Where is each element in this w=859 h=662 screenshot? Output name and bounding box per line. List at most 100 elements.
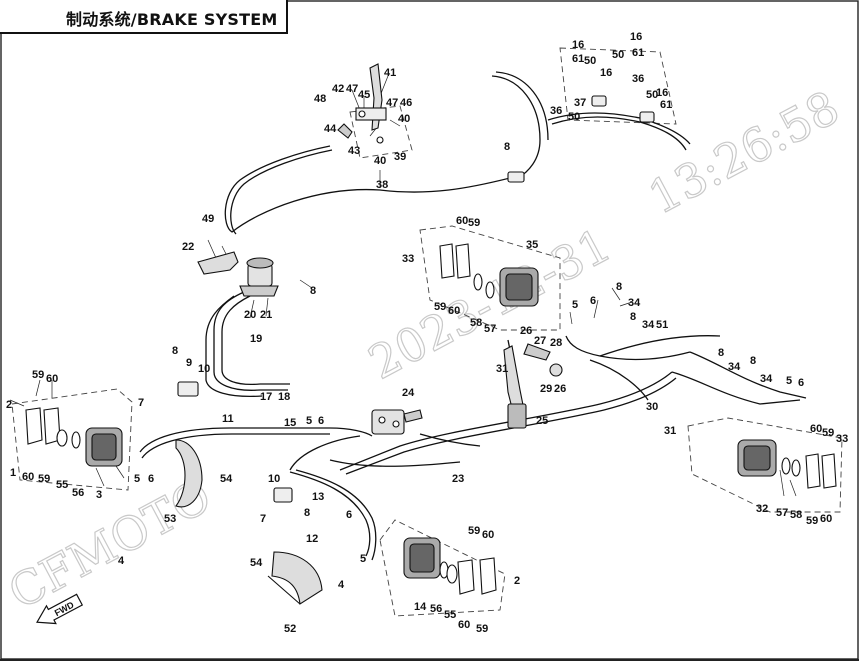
callout-6: 6 bbox=[590, 295, 596, 307]
callout-60: 60 bbox=[458, 619, 470, 631]
callout-45: 45 bbox=[358, 89, 370, 101]
callout-9: 9 bbox=[186, 357, 192, 369]
callout-59: 59 bbox=[468, 217, 480, 229]
callout-40: 40 bbox=[374, 155, 386, 167]
components bbox=[25, 63, 837, 605]
callout-38: 38 bbox=[376, 179, 388, 191]
callout-33: 33 bbox=[836, 433, 848, 445]
bracket-22 bbox=[197, 251, 239, 275]
callout-60: 60 bbox=[482, 529, 494, 541]
front-left-caliper-3 bbox=[25, 407, 123, 467]
callout-33: 33 bbox=[402, 253, 414, 265]
callout-52: 52 bbox=[284, 623, 296, 635]
callout-60: 60 bbox=[22, 471, 34, 483]
callout-41: 41 bbox=[384, 67, 396, 79]
callout-17: 17 bbox=[260, 391, 272, 403]
handlebar-lever-41 bbox=[337, 63, 387, 144]
callout-61: 61 bbox=[632, 47, 644, 59]
callout-2: 2 bbox=[514, 575, 520, 587]
hose-13 bbox=[289, 435, 361, 471]
brake-guard-53 bbox=[175, 439, 203, 508]
callout-8: 8 bbox=[718, 347, 724, 359]
callout-11: 11 bbox=[222, 413, 234, 425]
rear-caliper-32 bbox=[737, 439, 837, 489]
callout-8: 8 bbox=[172, 345, 178, 357]
callout-59: 59 bbox=[806, 515, 818, 527]
callout-7: 7 bbox=[260, 513, 266, 525]
callout-34: 34 bbox=[728, 361, 741, 373]
callout-20: 20 bbox=[244, 309, 256, 321]
callout-39: 39 bbox=[394, 151, 406, 163]
callout-15: 15 bbox=[284, 417, 296, 429]
callout-51: 51 bbox=[656, 319, 668, 331]
callout-60: 60 bbox=[820, 513, 832, 525]
callout-60: 60 bbox=[448, 305, 460, 317]
callout-14: 14 bbox=[414, 601, 427, 613]
callout-8: 8 bbox=[310, 285, 316, 297]
brake-guard-52 bbox=[271, 551, 323, 605]
callout-16: 16 bbox=[656, 87, 668, 99]
callout-54: 54 bbox=[250, 557, 263, 569]
callout-19: 19 bbox=[250, 333, 262, 345]
callout-26: 26 bbox=[554, 383, 566, 395]
callout-4: 4 bbox=[118, 555, 125, 567]
callout-24: 24 bbox=[402, 387, 415, 399]
callout-59: 59 bbox=[468, 525, 480, 537]
callout-31: 31 bbox=[664, 425, 676, 437]
callout-8: 8 bbox=[616, 281, 622, 293]
callout-55: 55 bbox=[56, 479, 68, 491]
callout-42: 42 bbox=[332, 83, 344, 95]
callout-50: 50 bbox=[568, 111, 580, 123]
callout-46: 46 bbox=[400, 97, 412, 109]
callout-61: 61 bbox=[660, 99, 672, 111]
callout-5: 5 bbox=[572, 299, 578, 311]
callout-59: 59 bbox=[32, 369, 44, 381]
callout-7: 7 bbox=[138, 397, 144, 409]
callout-47: 47 bbox=[386, 97, 398, 109]
callout-47: 47 bbox=[346, 83, 358, 95]
callout-21: 21 bbox=[260, 309, 272, 321]
callout-40: 40 bbox=[398, 113, 410, 125]
callout-2: 2 bbox=[6, 399, 12, 411]
callout-30: 30 bbox=[646, 401, 658, 413]
callout-34: 34 bbox=[628, 297, 641, 309]
callout-28: 28 bbox=[550, 337, 562, 349]
callout-10: 10 bbox=[198, 363, 210, 375]
callout-6: 6 bbox=[346, 509, 352, 521]
callout-5: 5 bbox=[786, 375, 792, 387]
callout-18: 18 bbox=[278, 391, 290, 403]
rear-caliper-35 bbox=[439, 243, 539, 307]
front-right-caliper-14 bbox=[403, 537, 497, 595]
callout-36: 36 bbox=[550, 105, 562, 117]
callout-60: 60 bbox=[46, 373, 58, 385]
watermark-date: 2023-12-31 bbox=[360, 218, 620, 390]
callout-26: 26 bbox=[520, 325, 532, 337]
callout-6: 6 bbox=[798, 377, 804, 389]
assembly-boxes bbox=[11, 47, 843, 617]
hose-11 bbox=[139, 427, 373, 453]
callout-57: 57 bbox=[776, 507, 788, 519]
callout-8: 8 bbox=[504, 141, 510, 153]
callout-5: 5 bbox=[306, 415, 312, 427]
callout-23: 23 bbox=[452, 473, 464, 485]
callout-44: 44 bbox=[324, 123, 337, 135]
callout-32: 32 bbox=[756, 503, 768, 515]
brake-cable-38 bbox=[224, 145, 511, 233]
junction-24 bbox=[371, 409, 423, 435]
callout-25: 25 bbox=[536, 415, 548, 427]
callout-8: 8 bbox=[304, 507, 310, 519]
callout-58: 58 bbox=[470, 317, 482, 329]
page-title: 制动系统/BRAKE SYSTEM bbox=[66, 10, 278, 29]
callout-34: 34 bbox=[642, 319, 655, 331]
callout-50: 50 bbox=[584, 55, 596, 67]
callout-4: 4 bbox=[338, 579, 345, 591]
callout-6: 6 bbox=[148, 473, 154, 485]
callout-60: 60 bbox=[810, 423, 822, 435]
callout-59: 59 bbox=[822, 427, 834, 439]
brake-pedal-25 bbox=[503, 343, 563, 429]
callout-12: 12 bbox=[306, 533, 318, 545]
callout-54: 54 bbox=[220, 473, 233, 485]
callout-13: 13 bbox=[312, 491, 324, 503]
